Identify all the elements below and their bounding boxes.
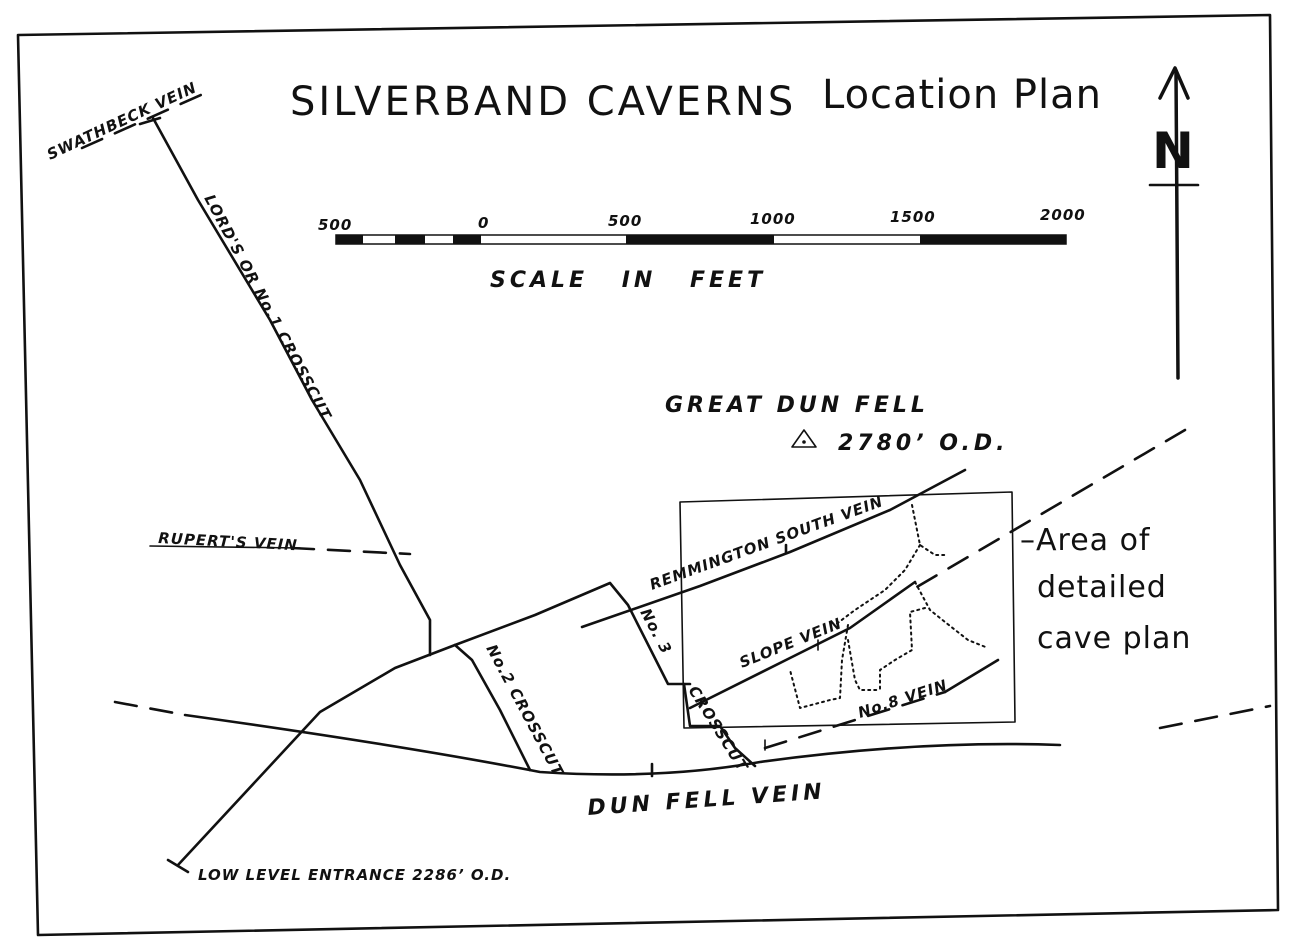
scale-tick-label: 500 (608, 212, 642, 230)
swathbeck-vein-label: SWATHBECK VEIN (44, 78, 200, 163)
ruperts-vein-line (290, 546, 412, 556)
dun-fell-vein-label: DUN FELL VEIN (587, 779, 827, 821)
summit-name: GREAT DUN FELL (665, 393, 929, 418)
slope-vein-line (688, 580, 917, 710)
scale-bar: 500 0 500 1000 1500 2000 SCALE IN FEET (318, 206, 1086, 293)
scale-tick-label: 1500 (890, 208, 936, 226)
scale-caption: SCALE IN FEET (490, 268, 766, 293)
lords-crosscut-label: LORD'S OR No.1 CROSSCUT (200, 191, 335, 423)
north-label: N (1152, 122, 1194, 180)
detail-area-note: –Area of detailed cave plan (1020, 523, 1191, 656)
summit-height: 2780’ O.D. (838, 431, 1008, 456)
north-arrow-icon: N (1148, 66, 1200, 380)
detail-note-line: cave plan (1037, 621, 1191, 656)
no8-vein-label: No.8 VEIN (856, 676, 950, 722)
crosscut-label: CROSSCUT (685, 683, 752, 776)
remmington-south-vein-label: REMMINGTON SOUTH VEIN (647, 492, 886, 594)
lords-crosscut-line (151, 116, 432, 657)
dun-fell-vein-line (183, 713, 1062, 776)
scale-tick-label: 1000 (750, 210, 796, 228)
scale-tick-label: 2000 (1040, 206, 1086, 224)
scale-tick-label: 0 (478, 214, 489, 232)
low-level-crosscut-line (176, 581, 692, 867)
map-title: SILVERBAND CAVERNS (290, 79, 796, 125)
detail-area-box (679, 491, 1016, 729)
scale-tick-label: 500 (318, 216, 352, 234)
trig-point-icon (791, 429, 817, 448)
low-level-entrance-label: LOW LEVEL ENTRANCE 2286’ O.D. (198, 866, 511, 884)
detail-note-line: detailed (1037, 570, 1167, 605)
swathbeck-vein-line (80, 88, 214, 150)
slope-vein-label: SLOPE VEIN (737, 614, 845, 672)
map-frame (16, 13, 1280, 937)
no2-crosscut-line (453, 643, 532, 772)
remmington-south-vein-line (580, 468, 967, 629)
map-subtitle: Location Plan (822, 72, 1102, 118)
detail-note-line: –Area of (1020, 523, 1151, 558)
cave-passages (789, 504, 989, 709)
ruperts-vein-label: RUPERT'S VEIN (158, 529, 298, 554)
